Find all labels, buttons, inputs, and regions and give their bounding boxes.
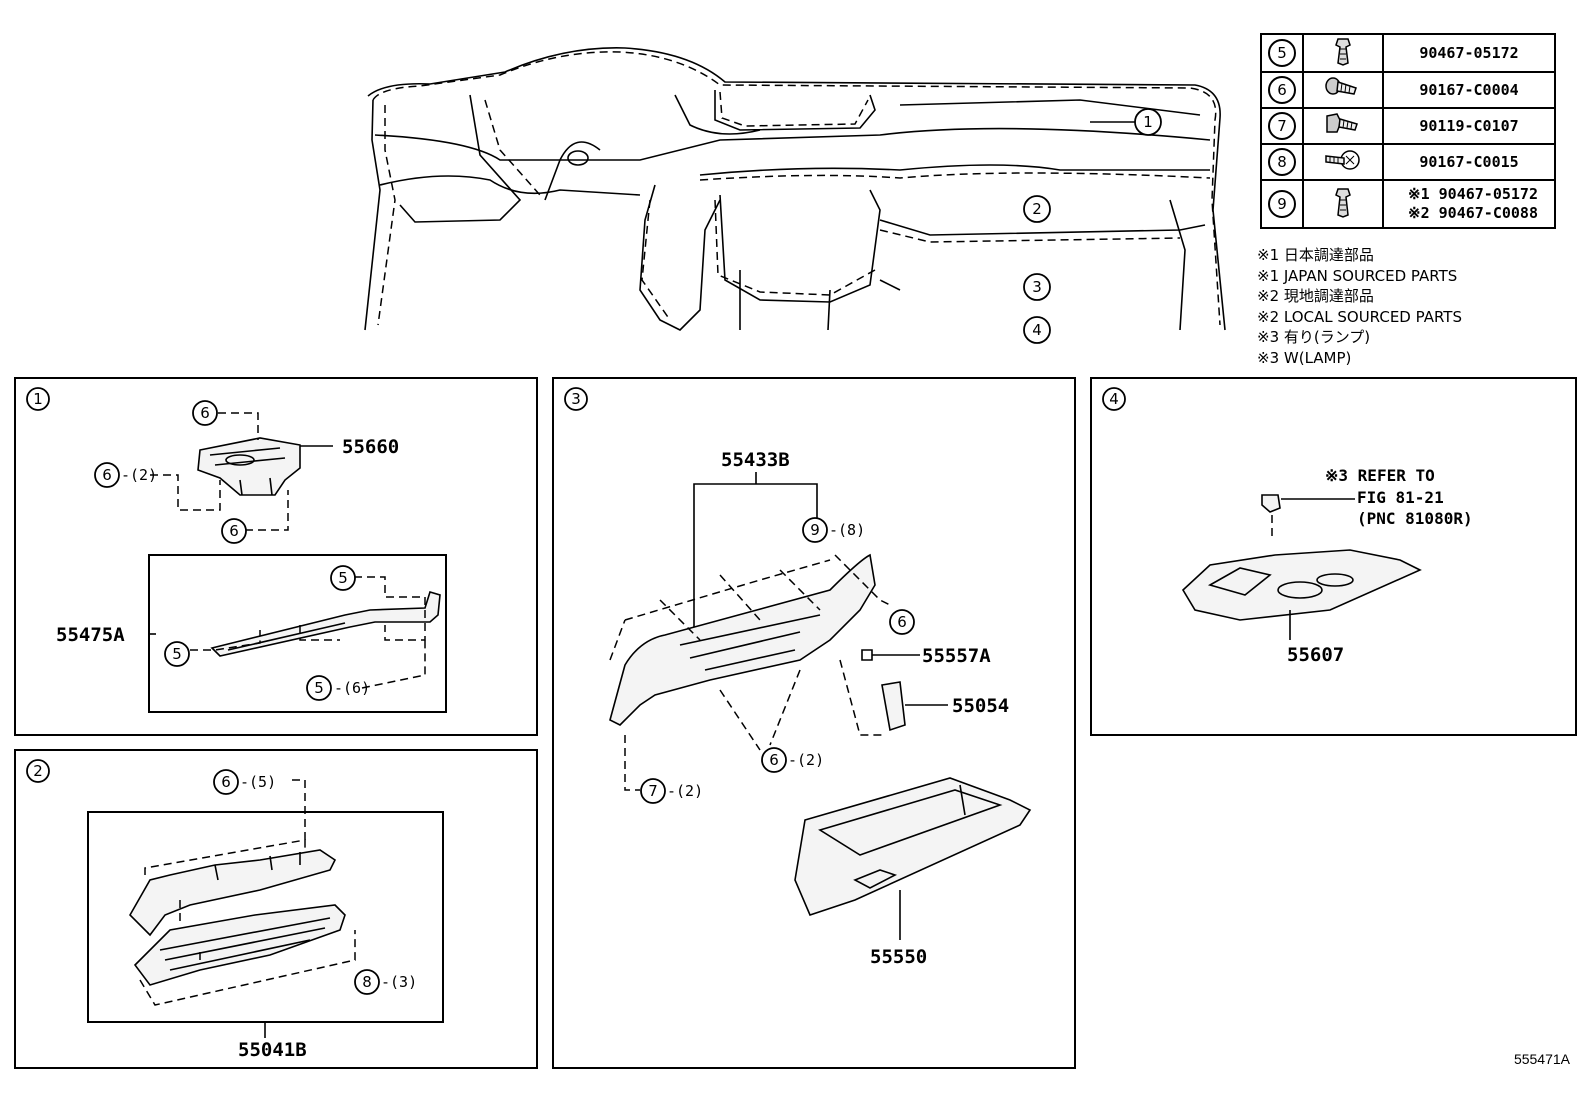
svg-text:6: 6	[769, 751, 779, 769]
ref-number: 8	[1268, 148, 1296, 176]
part-number-pair: ※1 90467-05172 ※2 90467-C0088	[1382, 179, 1556, 229]
callout-5: 5	[164, 641, 190, 667]
fastener-table: 5 90467-05172 6 90167-C0004 7 90119-C010…	[1260, 33, 1556, 229]
part-number: 90467-05172	[1382, 33, 1556, 73]
panel-3-id: 3	[564, 387, 588, 411]
figure-id: 555471A	[1513, 1051, 1570, 1067]
part-number-55054: 55054	[952, 695, 1009, 717]
panel-1: 1 55660 6 6 -(2) 6 55475A 5 5 5 -(6)	[14, 377, 538, 736]
part-number: 90119-C0107	[1382, 107, 1556, 145]
panel-2: 2 6 -(5) 8 -(3) 55041B	[14, 749, 538, 1069]
callout-8: 8	[354, 969, 380, 995]
svg-text:3: 3	[1032, 278, 1042, 296]
legend-note: ※2 LOCAL SOURCED PARTS	[1257, 307, 1462, 326]
callout-6: 6	[213, 769, 239, 795]
refer-line-3: (PNC 81080R)	[1357, 509, 1473, 528]
legend-note: ※1 日本調達部品	[1257, 246, 1374, 264]
quantity: -(3)	[381, 973, 417, 991]
part-number-55557A: 55557A	[922, 645, 991, 667]
svg-text:5: 5	[338, 569, 348, 587]
part-number: 90167-C0004	[1382, 71, 1556, 109]
svg-text:5: 5	[172, 645, 182, 663]
svg-text:6: 6	[897, 613, 907, 631]
callout-3: 3	[1023, 273, 1051, 301]
legend-note: ※3 W(LAMP)	[1257, 348, 1352, 367]
sourcing-legend: ※1 日本調達部品 ※1 JAPAN SOURCED PARTS ※2 現地調達…	[1257, 245, 1462, 368]
callout-6: 6	[94, 462, 120, 488]
ref-number: 6	[1268, 76, 1296, 104]
screw-icon	[1302, 71, 1384, 109]
panel-4-id: 4	[1102, 387, 1126, 411]
fastener-row: 8 90167-C0015	[1260, 143, 1556, 181]
svg-text:9: 9	[810, 521, 820, 539]
refer-line-2: FIG 81-21	[1357, 488, 1444, 507]
callout-7: 7	[640, 778, 666, 804]
part-number-55550: 55550	[870, 946, 927, 968]
ref-number: 9	[1268, 190, 1296, 218]
quantity: -(8)	[829, 521, 865, 539]
callout-1: 1	[1134, 108, 1162, 136]
svg-text:5: 5	[314, 679, 324, 697]
fastener-row: 5 90467-05172	[1260, 33, 1556, 73]
quantity: -(2)	[788, 751, 824, 769]
svg-text:4: 4	[1032, 321, 1042, 339]
panel-3: 3 55433B 9 -(8) 6 55557A 55054 6 -(2) 7 …	[552, 377, 1076, 1069]
part-number-japan: ※1 90467-05172	[1408, 185, 1538, 203]
svg-text:4: 4	[1109, 390, 1119, 408]
panel-4: 4 ※3 REFER TO FIG 81-21 (PNC 81080R) 556…	[1090, 377, 1577, 736]
panel-2-id: 2	[26, 759, 50, 783]
part-number-55660: 55660	[342, 436, 399, 458]
quantity: -(6)	[334, 679, 370, 697]
overview-callouts: 1 2 3 4	[1023, 108, 1162, 344]
fastener-row: 7 90119-C0107	[1260, 107, 1556, 145]
part-number-55433B: 55433B	[721, 449, 790, 471]
panel-1-id: 1	[26, 387, 50, 411]
svg-text:1: 1	[33, 390, 43, 408]
quantity: -(2)	[667, 782, 703, 800]
part-number-55041B: 55041B	[238, 1039, 307, 1061]
bumper-55557A	[861, 649, 920, 661]
svg-text:2: 2	[33, 762, 43, 780]
callout-5: 5	[330, 565, 356, 591]
svg-text:2: 2	[1032, 200, 1042, 218]
legend-note: ※3 有り(ランプ)	[1257, 328, 1371, 346]
svg-text:1: 1	[1143, 113, 1153, 131]
refer-line-1: ※3 REFER TO	[1325, 466, 1435, 485]
callout-6: 6	[761, 747, 787, 773]
svg-text:6: 6	[221, 773, 231, 791]
callout-9: 9	[802, 517, 828, 543]
part-number-55607: 55607	[1287, 644, 1344, 666]
callout-4: 4	[1023, 316, 1051, 344]
legend-note: ※2 現地調達部品	[1257, 287, 1374, 305]
instrument-panel-overview	[364, 47, 1226, 331]
ref-number: 5	[1268, 39, 1296, 67]
part-number: 90167-C0015	[1382, 143, 1556, 181]
svg-text:3: 3	[571, 390, 581, 408]
svg-text:7: 7	[648, 782, 658, 800]
lamp-icon	[1261, 494, 1355, 513]
part-number-55475A: 55475A	[56, 624, 125, 646]
callout-6: 6	[889, 609, 915, 635]
svg-text:6: 6	[229, 522, 239, 540]
clip-icon	[1302, 179, 1384, 229]
bolt-icon	[1302, 107, 1384, 145]
quantity: -(5)	[240, 773, 276, 791]
svg-text:6: 6	[200, 404, 210, 422]
part-number-local: ※2 90467-C0088	[1408, 204, 1538, 222]
ref-number: 7	[1268, 112, 1296, 140]
fastener-row: 6 90167-C0004	[1260, 71, 1556, 109]
callout-2: 2	[1023, 195, 1051, 223]
callout-5: 5	[306, 675, 332, 701]
legend-note: ※1 JAPAN SOURCED PARTS	[1257, 266, 1458, 285]
callout-6: 6	[221, 518, 247, 544]
svg-text:8: 8	[362, 973, 372, 991]
clip-icon	[1302, 33, 1384, 73]
tapping-screw-icon	[1302, 143, 1384, 181]
damper-55054	[881, 681, 948, 732]
svg-text:6: 6	[102, 466, 112, 484]
fastener-row: 9 ※1 90467-05172 ※2 90467-C0088	[1260, 179, 1556, 229]
quantity: -(2)	[121, 466, 157, 484]
callout-6: 6	[192, 400, 218, 426]
